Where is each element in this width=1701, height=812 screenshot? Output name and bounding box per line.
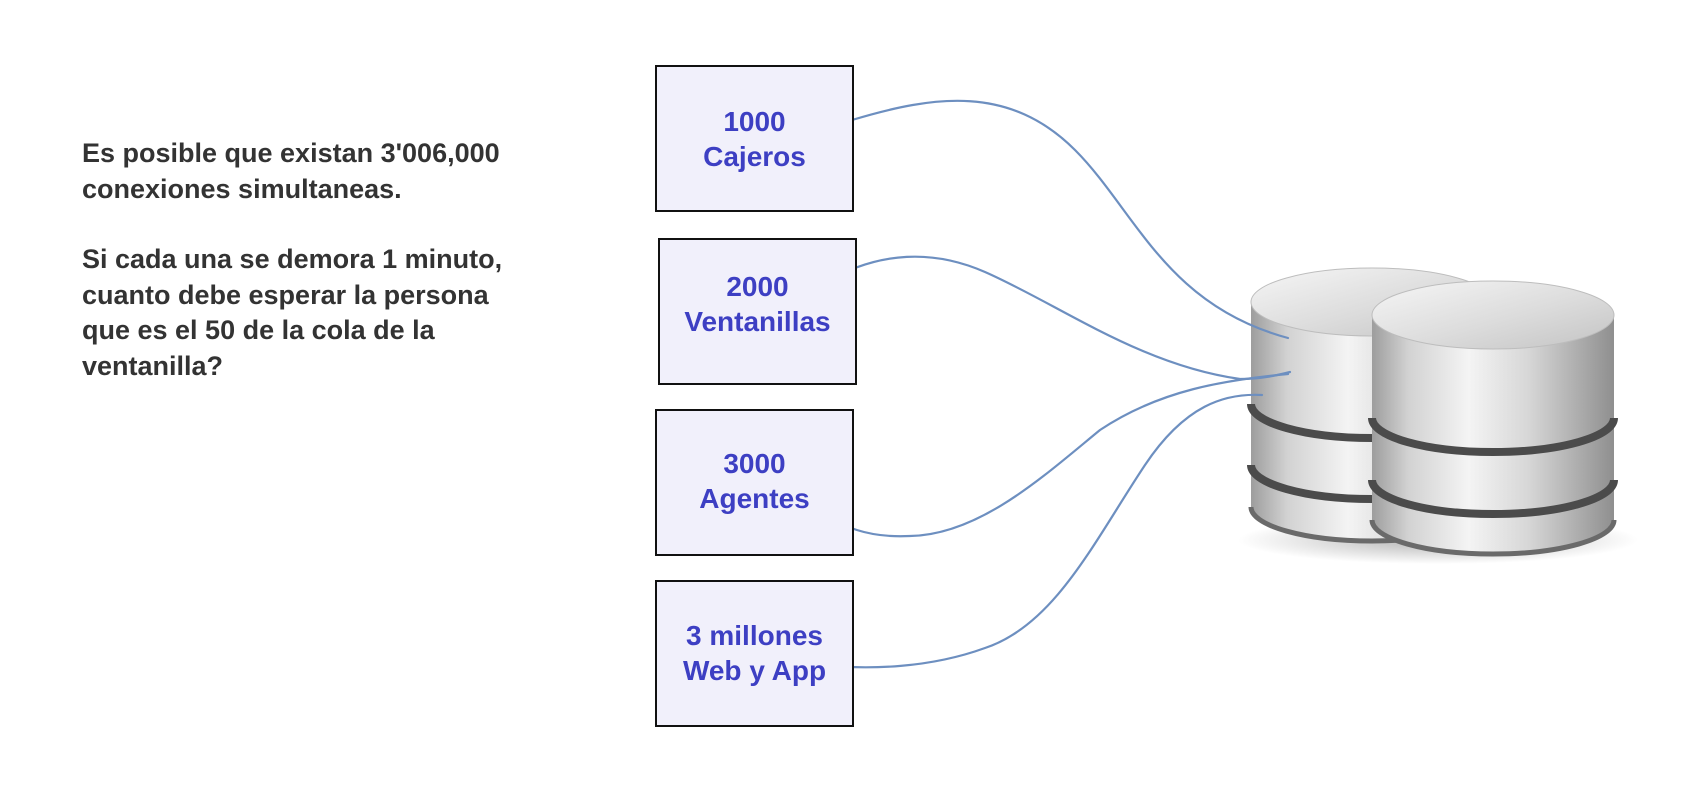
source-box-cajeros: 1000 Cajeros bbox=[655, 65, 854, 212]
source-count: 3 millones bbox=[686, 620, 823, 651]
database-cylinders-icon bbox=[1238, 267, 1638, 564]
source-label: Ventanillas bbox=[684, 306, 831, 337]
connector-agentes bbox=[813, 372, 1290, 538]
connector-web-app bbox=[818, 393, 1264, 669]
question-text: Es posible que existan 3'006,000 conexio… bbox=[82, 136, 602, 384]
source-box-web-app: 3 millones Web y App bbox=[655, 580, 854, 727]
connections-statement: Es posible que existan 3'006,000 conexio… bbox=[82, 138, 500, 204]
source-box-ventanillas: 2000 Ventanillas bbox=[658, 238, 857, 385]
source-count: 3000 bbox=[723, 448, 786, 479]
source-count: 1000 bbox=[723, 106, 786, 137]
source-label: Web y App bbox=[682, 655, 827, 686]
source-label: Cajeros bbox=[703, 141, 806, 172]
database-cylinder-front bbox=[1368, 280, 1618, 557]
connector-ventanillas bbox=[822, 255, 1292, 381]
source-count: 2000 bbox=[726, 271, 789, 302]
database-cylinder-back bbox=[1247, 267, 1497, 544]
waiting-question: Si cada una se demora 1 minuto, cuanto d… bbox=[82, 244, 503, 381]
source-label: Agentes bbox=[699, 483, 810, 514]
connector-cajeros bbox=[850, 99, 1290, 340]
source-box-agentes: 3000 Agentes bbox=[655, 409, 854, 556]
